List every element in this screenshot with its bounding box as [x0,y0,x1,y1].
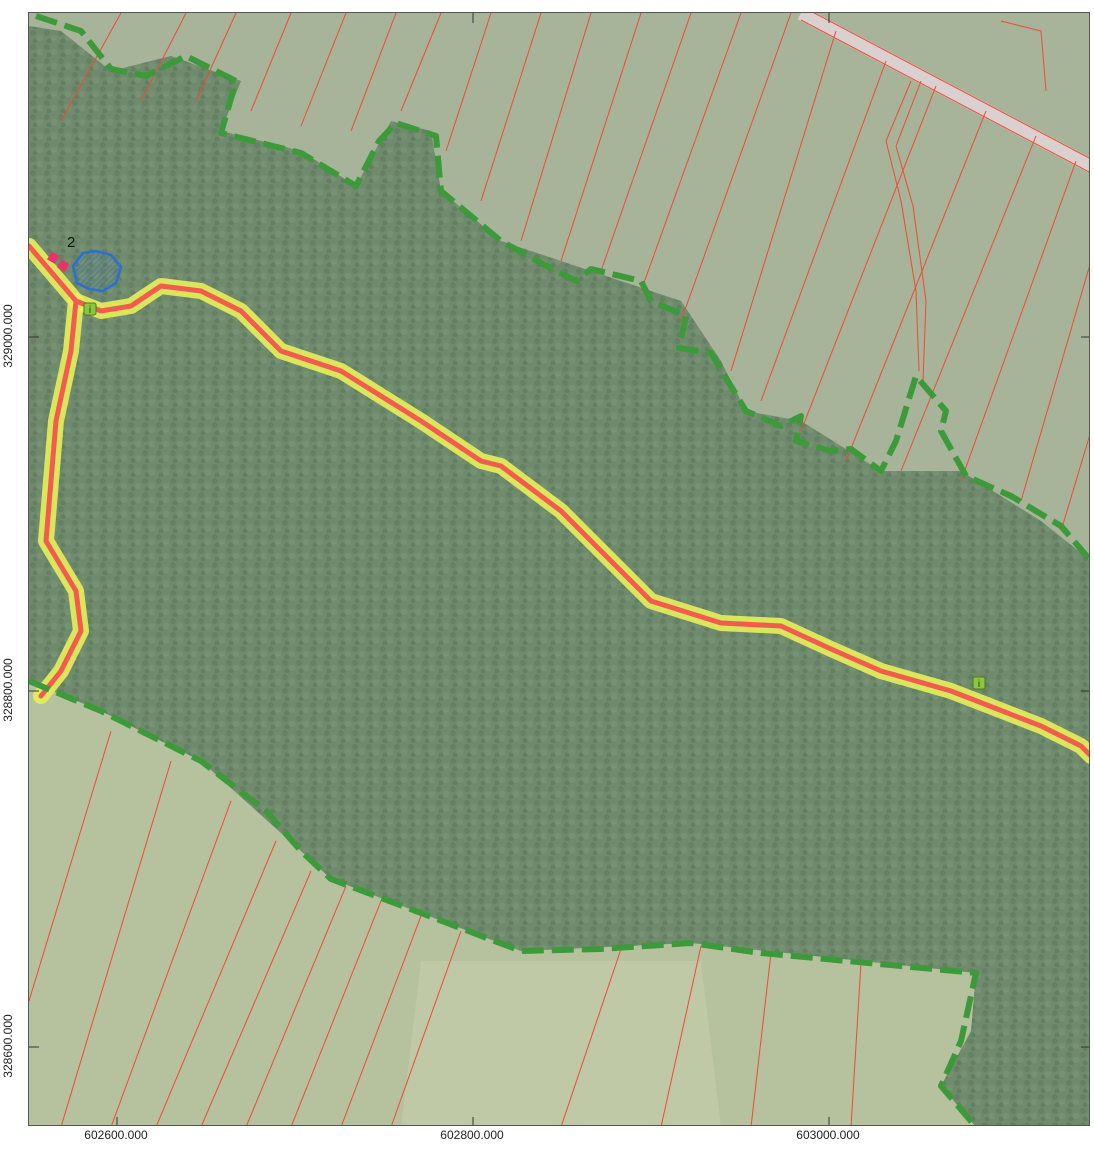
field-area [29,681,976,1125]
forest-boundary-south [29,678,979,1125]
road-centerline [29,243,1089,758]
y-tick-label: 328800.000 [1,658,15,722]
x-tick-label: 603000.000 [796,1128,860,1142]
village-area [29,13,1089,560]
road-top-right-edge [800,13,1089,173]
map-canvas[interactable]: 2 i i [28,12,1090,1126]
field-patch [401,961,721,1125]
info-icon[interactable]: i [972,676,986,690]
cadastral-parcels [29,13,1089,1125]
pond [71,249,123,293]
forest-boundary-north [35,13,1089,563]
site-marker[interactable] [47,251,70,272]
x-tick-label: 602600.000 [84,1128,148,1142]
y-tick-label: 329000.000 [1,304,15,368]
info-icon[interactable]: i [83,302,97,316]
x-tick-label: 602800.000 [440,1128,504,1142]
site-marker-label: 2 [67,234,75,251]
grid-ticks [29,13,1089,1125]
svg-text:i: i [978,679,980,690]
road-top-right [797,13,1089,173]
svg-text:i: i [89,305,91,316]
y-tick-label: 328600.000 [1,1014,15,1078]
road-centerline-branch [38,298,84,699]
